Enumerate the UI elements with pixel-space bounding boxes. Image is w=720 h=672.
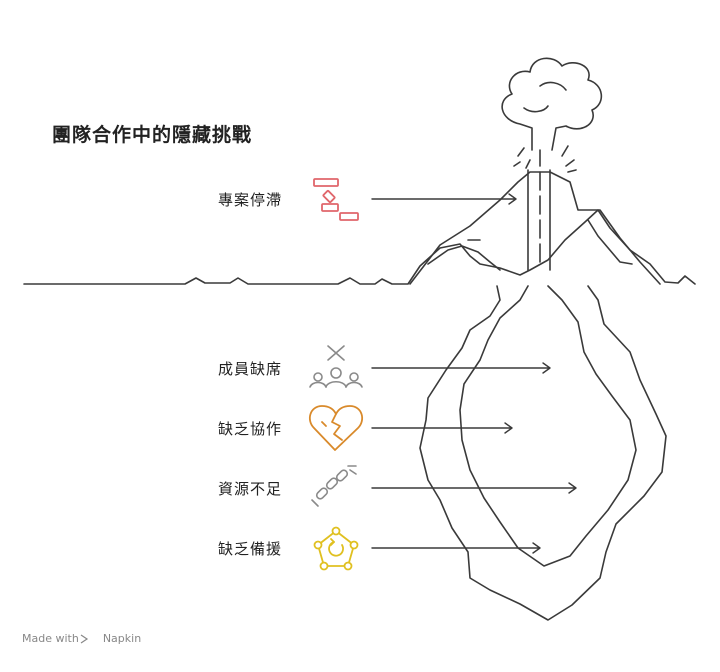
missing-member-icon	[310, 346, 362, 387]
item-label-backup: 缺乏備援	[218, 538, 282, 559]
splash-left	[514, 148, 530, 168]
footer-brand[interactable]: Napkin	[103, 632, 141, 645]
arrow-3	[372, 423, 512, 433]
page-title: 團隊合作中的隱藏挑戰	[52, 120, 252, 147]
item-label-resources: 資源不足	[218, 478, 282, 499]
pentagon-network-icon	[315, 528, 358, 570]
arrow-2	[372, 363, 550, 373]
splash-right	[562, 146, 576, 172]
iceberg-inner	[460, 286, 636, 566]
footer-made-with: Made with	[22, 632, 79, 645]
smoke-detail-2	[524, 106, 548, 112]
item-label-absence: 成員缺席	[218, 358, 282, 379]
item-label-collaboration: 缺乏協作	[218, 418, 282, 439]
arrow-1	[372, 194, 516, 204]
footer-credit: Made with Napkin	[22, 632, 141, 645]
item-label-stagnation: 專案停滯	[218, 189, 282, 210]
broken-heart-puzzle-icon	[310, 406, 362, 450]
broken-chain-icon	[312, 466, 356, 506]
smoke-detail	[540, 83, 566, 90]
water-line	[24, 210, 695, 284]
iceberg-outer	[420, 286, 666, 620]
smoke-cloud	[502, 58, 601, 150]
gantt-chart-icon	[314, 179, 358, 220]
arrow-4	[372, 483, 576, 493]
